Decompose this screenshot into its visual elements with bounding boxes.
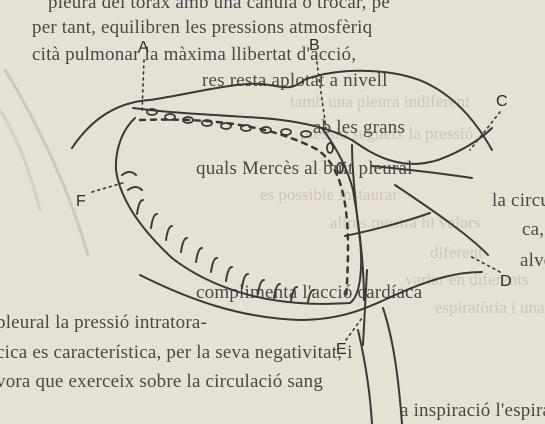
- vertical-structure-line: [383, 308, 402, 424]
- vertical-structure-line: [358, 330, 372, 424]
- ghost-outline-line: [5, 70, 88, 255]
- label-d: D: [500, 273, 512, 290]
- label-a: A: [138, 39, 149, 56]
- leader-line-c: [470, 112, 500, 150]
- ghost-outline-line: [0, 110, 40, 210]
- leader-line-a: [142, 60, 144, 112]
- label-c: C: [496, 93, 508, 110]
- bottom-contour-line: [140, 272, 482, 320]
- dashed-pleura-line: [140, 120, 348, 298]
- leader-line-d: [470, 256, 500, 272]
- label-b: B: [309, 37, 320, 54]
- leader-line-b: [316, 56, 326, 128]
- label-e: E: [336, 341, 347, 358]
- label-f: F: [76, 193, 86, 210]
- upper-contour-line: [72, 71, 492, 150]
- diaphragm-line: [372, 166, 488, 255]
- lung-edge-line: [322, 128, 364, 300]
- lung-outline-line: [116, 118, 361, 304]
